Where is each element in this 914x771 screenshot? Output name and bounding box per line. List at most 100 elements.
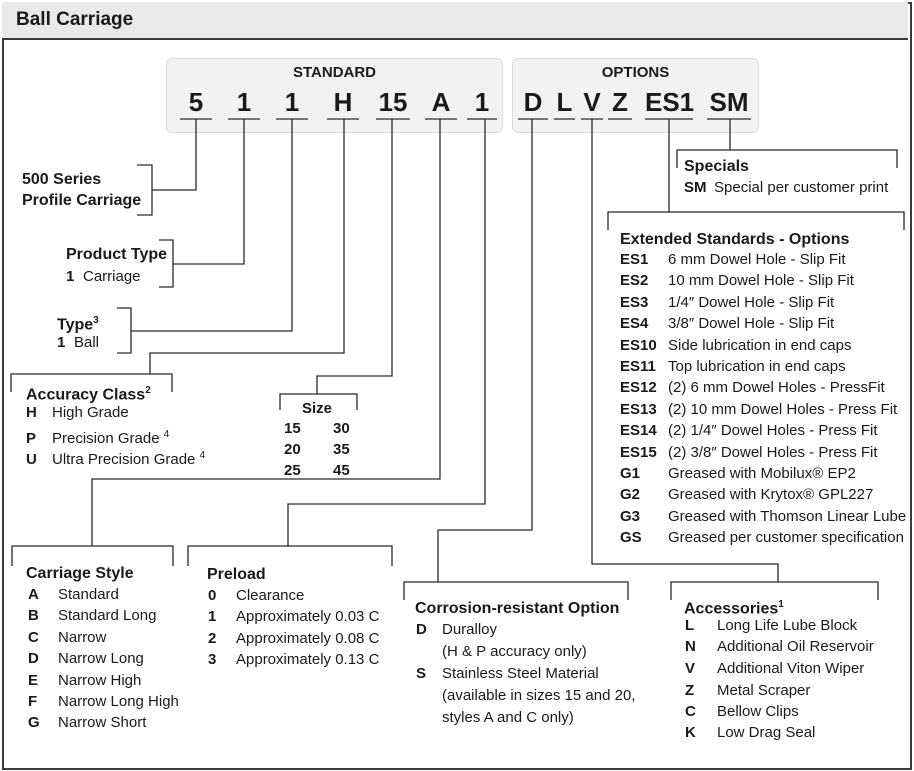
accessory-label: Metal Scraper	[717, 682, 811, 699]
extended-label: 6 mm Dowel Hole - Slip Fit	[668, 251, 846, 268]
accuracy-title-wrap: Accuracy Class2	[26, 381, 151, 404]
extended-code: ES10	[620, 336, 657, 354]
corrosion-label: Stainless Steel Material	[442, 665, 599, 682]
extended-code: ES3	[620, 293, 649, 311]
extended-code: ES14	[620, 422, 657, 440]
extended-label: Greased per customer specification	[668, 529, 904, 547]
carriage-style-label: Narrow	[58, 629, 107, 646]
corrosion-title: Corrosion-resistant Option	[415, 600, 620, 617]
carriage-style-code: F	[28, 693, 38, 710]
size-title: Size	[302, 400, 333, 417]
code-accuracy: H	[333, 87, 353, 117]
code-corrosion: D	[523, 87, 543, 117]
preload-code: 1	[208, 608, 217, 625]
accuracy-title: Accuracy Class	[26, 386, 146, 404]
code-carriage-style: A	[431, 87, 451, 117]
preload-label: Approximately 0.08 C	[236, 630, 380, 647]
code-type: 1	[284, 87, 300, 117]
extended-code: G1	[620, 465, 641, 482]
preload-label: Approximately 0.03 C	[236, 608, 380, 625]
preload-label: Approximately 0.13 C	[236, 651, 380, 668]
accessory-code: Z	[685, 682, 695, 699]
size-value: 30	[333, 420, 350, 437]
extended-row: GS Greased per customer specification	[620, 528, 904, 547]
options-panel: OPTIONS	[512, 58, 759, 133]
accuracy-footnote: 2	[145, 385, 151, 396]
preload-row: 2 Approximately 0.08 C	[208, 629, 379, 648]
extended-row: ES14(2) 1/4″ Dowel Holes - Press Fit	[620, 421, 878, 440]
product-type-code: 1	[66, 268, 75, 285]
extended-label: 3/8″ Dowel Hole - Slip Fit	[668, 315, 835, 333]
size-value: 25	[284, 462, 301, 479]
code-series: 5	[188, 87, 204, 117]
extended-label: Greased with Thomson Linear Lube	[668, 507, 907, 525]
preload-code: 3	[208, 651, 217, 668]
accessories-title-wrap: Accessories1	[684, 595, 784, 618]
accuracy-code: P	[26, 430, 37, 447]
preload-code: 2	[208, 630, 217, 647]
extended-code: ES11	[620, 358, 656, 375]
extended-code: ES12	[620, 379, 657, 397]
accessory-code: L	[685, 617, 695, 634]
accessory-label: Additional Oil Reservoir	[717, 638, 874, 655]
extended-row: ES13(2) 10 mm Dowel Holes - Press Fit	[620, 400, 897, 419]
standard-panel: STANDARD	[166, 58, 503, 133]
carriage-style-code: B	[28, 607, 39, 624]
corrosion-code: S	[416, 665, 427, 682]
carriage-style-title: Carriage Style	[26, 565, 134, 582]
corrosion-code: D	[416, 621, 427, 638]
extended-code: G2	[620, 486, 641, 504]
carriage-style-label: Narrow Long High	[58, 693, 179, 710]
specials-title: Specials	[684, 158, 749, 175]
title-bar: Ball Carriage	[2, 2, 908, 40]
corrosion-note: (H & P accuracy only)	[442, 643, 587, 660]
carriage-style-label: Narrow High	[58, 672, 142, 689]
size-value: 35	[333, 441, 350, 458]
corrosion-note: styles A and C only)	[442, 709, 574, 726]
extended-code: ES2	[620, 272, 649, 290]
preload-row: 3 Approximately 0.13 C	[208, 650, 379, 669]
code-accessory-v: V	[583, 87, 601, 117]
extended-code: GS	[620, 529, 642, 547]
type-code: 1	[57, 334, 66, 351]
code-product-type: 1	[236, 87, 252, 117]
accessories-footnote: 1	[778, 599, 784, 610]
corrosion-row-s: S Stainless Steel Material	[416, 664, 599, 683]
preload-title: Preload	[207, 566, 266, 583]
accessory-code: V	[685, 660, 696, 677]
carriage-style-code: E	[28, 672, 39, 689]
preload-label: Clearance	[236, 587, 305, 604]
accuracy-label: High Grade	[52, 404, 129, 421]
accuracy-label: Ultra Precision Grade	[52, 451, 196, 468]
extended-row: ES15(2) 3/8″ Dowel Holes - Press Fit	[620, 443, 878, 462]
accuracy-footnote: 4	[199, 450, 206, 461]
carriage-style-label: Narrow Short	[58, 714, 147, 731]
carriage-style-row: F Narrow Long High	[28, 692, 179, 711]
series-line1: 500 Series	[22, 171, 102, 188]
product-type-title: Product Type	[66, 246, 168, 263]
specials-code: SM	[684, 179, 707, 196]
code-accessory-l: L	[556, 87, 573, 117]
type-title: Type	[57, 316, 94, 334]
series-line2: Profile Carriage	[22, 192, 142, 209]
extended-title: Extended Standards - Options	[620, 231, 850, 248]
